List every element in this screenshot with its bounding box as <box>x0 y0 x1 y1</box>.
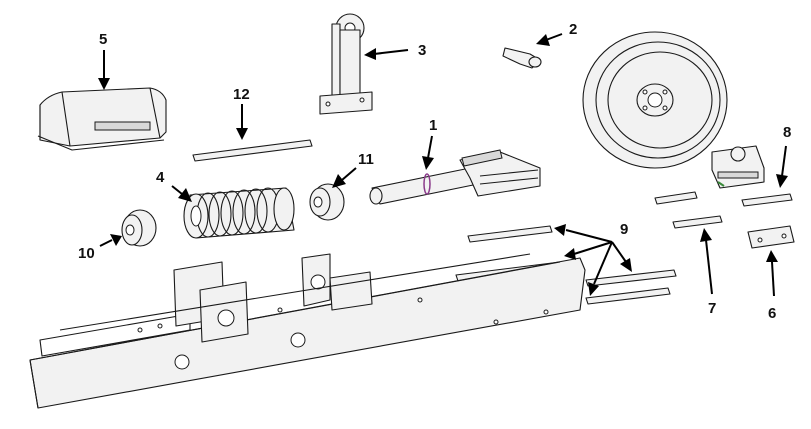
part-12-rod <box>192 139 313 162</box>
arrow-9a <box>565 229 613 243</box>
callout-8: 8 <box>783 124 791 141</box>
part-3-pulley-bracket <box>319 13 373 115</box>
callout-3: 3 <box>418 42 426 59</box>
part-4-recoil-spring <box>183 187 295 239</box>
part-8-yoke-block <box>711 145 765 189</box>
callout-10: 10 <box>78 245 95 262</box>
callout-1: 1 <box>429 117 437 134</box>
shim-plates <box>654 191 793 229</box>
arrow-8 <box>781 145 787 177</box>
arrow-9c <box>573 241 613 255</box>
part-6-plate <box>747 225 795 249</box>
callout-9: 9 <box>620 221 628 238</box>
callout-6: 6 <box>768 305 776 322</box>
arrow-7 <box>705 239 713 295</box>
callout-11: 11 <box>358 151 374 168</box>
callout-4: 4 <box>156 169 165 186</box>
arrow-3 <box>373 49 409 55</box>
leader-arrows <box>98 33 788 297</box>
arrow-2 <box>545 33 563 41</box>
arrow-9b <box>611 241 627 263</box>
arrow-6 <box>771 261 775 297</box>
part-5-guard-cover <box>37 87 167 151</box>
callout-7: 7 <box>708 300 716 317</box>
arrow-10 <box>99 239 113 247</box>
callout-2: 2 <box>569 21 577 38</box>
part-10-spring-seat <box>121 209 157 247</box>
idler-wheel <box>582 31 728 169</box>
arrow-1 <box>427 135 433 159</box>
part-2-grease-fitting <box>502 47 542 69</box>
main-track-frame <box>29 253 586 409</box>
callout-12: 12 <box>233 86 250 103</box>
callout-labels: 5 12 3 2 1 11 4 10 8 9 7 6 <box>78 21 791 322</box>
arrow-11 <box>341 167 357 181</box>
arrow-4 <box>171 185 183 195</box>
callout-5: 5 <box>99 31 107 48</box>
part-11-flanged-bushing <box>309 183 345 221</box>
part-1-tension-cylinder <box>369 149 541 205</box>
arrow-9d <box>593 241 613 285</box>
